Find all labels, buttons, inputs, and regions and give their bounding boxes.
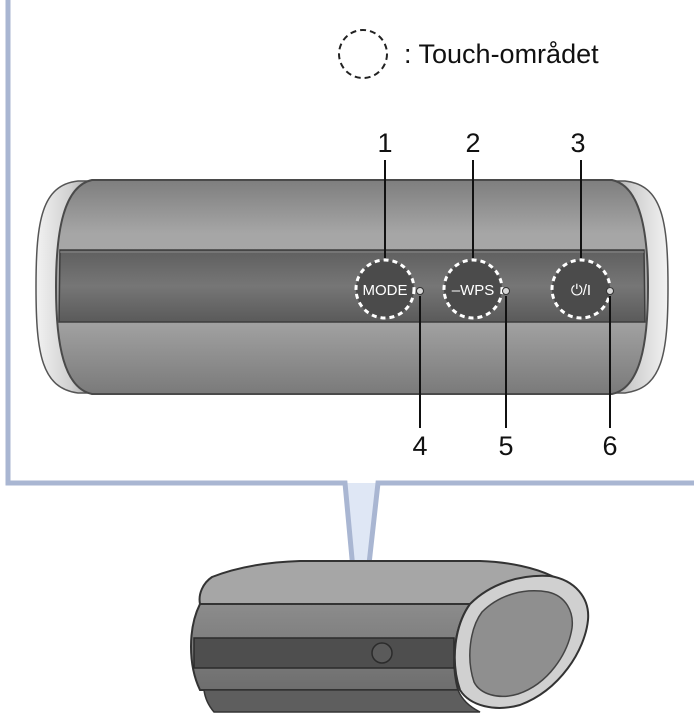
control-band [58, 249, 646, 323]
mode-indicator [416, 287, 424, 295]
number-2: 2 [465, 128, 480, 158]
speaker-small-perspective [190, 560, 590, 713]
number-5: 5 [498, 431, 513, 461]
wps-touch-area[interactable] [442, 258, 504, 320]
wps-button-label: –WPS [452, 282, 495, 299]
power-indicator [606, 287, 614, 295]
speaker-large: MODE –WPS ⏻/I [35, 179, 669, 395]
mode-touch-area[interactable] [354, 258, 416, 320]
small-speaker-top [198, 560, 555, 605]
number-1: 1 [377, 128, 392, 158]
legend-text: : Touch-området [404, 39, 599, 69]
number-6: 6 [602, 431, 617, 461]
wps-button[interactable]: –WPS [442, 258, 504, 320]
callout-numbers: 1 2 3 4 5 6 [377, 128, 617, 461]
mode-button-label: MODE [363, 282, 408, 299]
small-speaker-base [203, 689, 481, 713]
small-speaker-end-grille [469, 590, 574, 698]
legend: : Touch-området [338, 29, 599, 79]
power-button-label: ⏻/I [571, 282, 591, 299]
power-button[interactable]: ⏻/I [550, 258, 612, 320]
leader-lines [384, 160, 611, 428]
number-4: 4 [412, 431, 427, 461]
wps-indicator [502, 287, 510, 295]
mode-button[interactable]: MODE [354, 258, 416, 320]
number-3: 3 [570, 128, 585, 158]
small-speaker-band [193, 637, 455, 669]
touch-area-legend-icon [338, 29, 388, 79]
small-speaker-button [371, 642, 393, 664]
